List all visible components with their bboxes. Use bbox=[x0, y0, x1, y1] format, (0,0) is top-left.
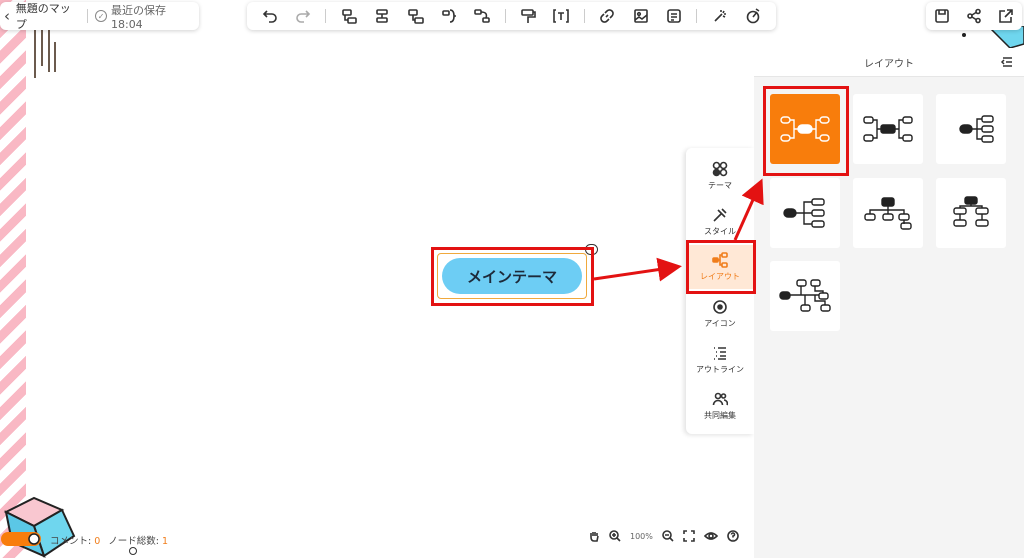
logic-right-layout-icon bbox=[783, 198, 825, 228]
tab-outline[interactable]: アウトライン bbox=[686, 338, 754, 382]
annotation-box-main-topic bbox=[431, 247, 594, 306]
insert-sibling-icon[interactable] bbox=[371, 5, 393, 27]
text-icon[interactable] bbox=[550, 5, 572, 27]
logic-left-layout-icon bbox=[959, 115, 994, 143]
tab-layout[interactable]: レイアウト bbox=[686, 245, 754, 289]
back-chevron-icon[interactable]: ‹ bbox=[4, 7, 10, 25]
panel-title: レイアウト bbox=[864, 58, 914, 70]
layout-timeline-tree[interactable] bbox=[770, 261, 840, 331]
cursor-indicator bbox=[129, 547, 137, 555]
tab-marker-label: アイコン bbox=[704, 319, 736, 328]
zoom-level: 100% bbox=[630, 531, 653, 541]
insert-parent-icon[interactable] bbox=[405, 5, 427, 27]
divider bbox=[325, 9, 327, 23]
undo-icon[interactable] bbox=[259, 5, 281, 27]
timeline-tree-layout-icon bbox=[779, 279, 831, 312]
save-status: ✓ 最近の保存 18:04 bbox=[95, 2, 199, 31]
top-right-actions bbox=[926, 2, 1022, 30]
layout-icon bbox=[712, 252, 728, 268]
tab-marker[interactable]: アイコン bbox=[686, 292, 754, 336]
layout-logic-left[interactable] bbox=[936, 94, 1006, 164]
main-toolbar bbox=[247, 2, 776, 30]
zoom-out-icon[interactable] bbox=[662, 530, 674, 542]
decorative-cube bbox=[3, 496, 76, 558]
comment-count: コメント: 0 bbox=[50, 533, 100, 547]
check-circle-icon: ✓ bbox=[95, 10, 107, 22]
panel-header: レイアウト bbox=[754, 48, 1024, 77]
hand-tool-icon[interactable] bbox=[588, 530, 600, 542]
export-icon[interactable] bbox=[995, 5, 1017, 27]
divider bbox=[583, 9, 585, 23]
collaborate-icon bbox=[712, 392, 728, 406]
annotation-box-mind-map-layout bbox=[763, 86, 849, 176]
tab-theme-label: テーマ bbox=[708, 181, 732, 190]
tab-style-label: スタイル bbox=[704, 227, 736, 236]
mind-map-layout-icon bbox=[780, 116, 830, 142]
insert-child-icon[interactable] bbox=[338, 5, 360, 27]
tree-chart-layout-icon bbox=[953, 196, 989, 227]
fit-view-icon[interactable] bbox=[683, 530, 695, 542]
magic-icon[interactable] bbox=[709, 5, 731, 27]
comment-label: コメント: bbox=[50, 536, 92, 547]
layout-tree-chart[interactable] bbox=[936, 178, 1006, 248]
image-icon[interactable] bbox=[630, 5, 652, 27]
node-count: ノード総数: 1 bbox=[108, 533, 168, 547]
link-icon[interactable] bbox=[596, 5, 618, 27]
annotation-box-layout-tab bbox=[686, 240, 756, 294]
comment-count-value: 0 bbox=[94, 536, 101, 547]
divider bbox=[696, 9, 698, 23]
node-count-label: ノード総数: bbox=[108, 536, 159, 547]
main-topic-node[interactable]: メインテーマ bbox=[442, 258, 582, 294]
document-title[interactable]: 無題のマップ bbox=[15, 2, 71, 31]
save-status-text: 最近の保存 18:04 bbox=[110, 3, 166, 31]
collapse-panel-icon[interactable] bbox=[1000, 55, 1014, 69]
org-chart-layout-icon bbox=[864, 197, 912, 230]
layout-org-chart-down[interactable] bbox=[853, 178, 923, 248]
summary-icon[interactable] bbox=[438, 5, 460, 27]
layout-logic-right[interactable] bbox=[770, 178, 840, 248]
layout-panel: レイアウト bbox=[754, 48, 1024, 558]
zoom-in-icon[interactable] bbox=[609, 530, 621, 542]
divider bbox=[504, 9, 506, 23]
save-icon[interactable] bbox=[931, 5, 953, 27]
relationship-icon[interactable] bbox=[471, 5, 493, 27]
theme-icon bbox=[712, 161, 728, 177]
tab-collaborate-label: 共同編集 bbox=[704, 411, 736, 420]
help-icon[interactable] bbox=[727, 530, 739, 542]
main-topic-selection-outline bbox=[437, 253, 587, 299]
clear-style-icon[interactable] bbox=[742, 5, 764, 27]
format-painter-icon[interactable] bbox=[517, 5, 539, 27]
redo-icon[interactable] bbox=[292, 5, 314, 27]
style-icon bbox=[713, 208, 727, 222]
decorative-stripes bbox=[0, 0, 26, 558]
tab-outline-label: アウトライン bbox=[696, 365, 744, 374]
decorative-corner-shape bbox=[962, 26, 1024, 48]
layout-logic-both[interactable] bbox=[853, 94, 923, 164]
toggle-switch[interactable] bbox=[0, 530, 44, 548]
tab-collaborate[interactable]: 共同編集 bbox=[686, 384, 754, 428]
preview-eye-icon[interactable] bbox=[703, 530, 718, 542]
note-icon[interactable] bbox=[663, 5, 685, 27]
node-count-value: 1 bbox=[162, 536, 169, 547]
tab-style[interactable]: スタイル bbox=[686, 200, 754, 244]
status-bar: コメント: 0 ノード総数: 1 bbox=[50, 533, 168, 547]
title-bar: ‹ 無題のマップ ✓ 最近の保存 18:04 bbox=[0, 2, 199, 31]
bottom-toolbar: 100% bbox=[588, 530, 739, 542]
divider bbox=[87, 9, 89, 23]
layout-mind-map[interactable] bbox=[770, 94, 840, 164]
share-icon[interactable] bbox=[963, 5, 985, 27]
logic-both-layout-icon bbox=[863, 116, 913, 142]
tab-layout-label: レイアウト bbox=[700, 272, 740, 281]
marker-icon bbox=[713, 300, 727, 314]
tab-theme[interactable]: テーマ bbox=[686, 154, 754, 198]
outline-icon bbox=[714, 347, 726, 360]
